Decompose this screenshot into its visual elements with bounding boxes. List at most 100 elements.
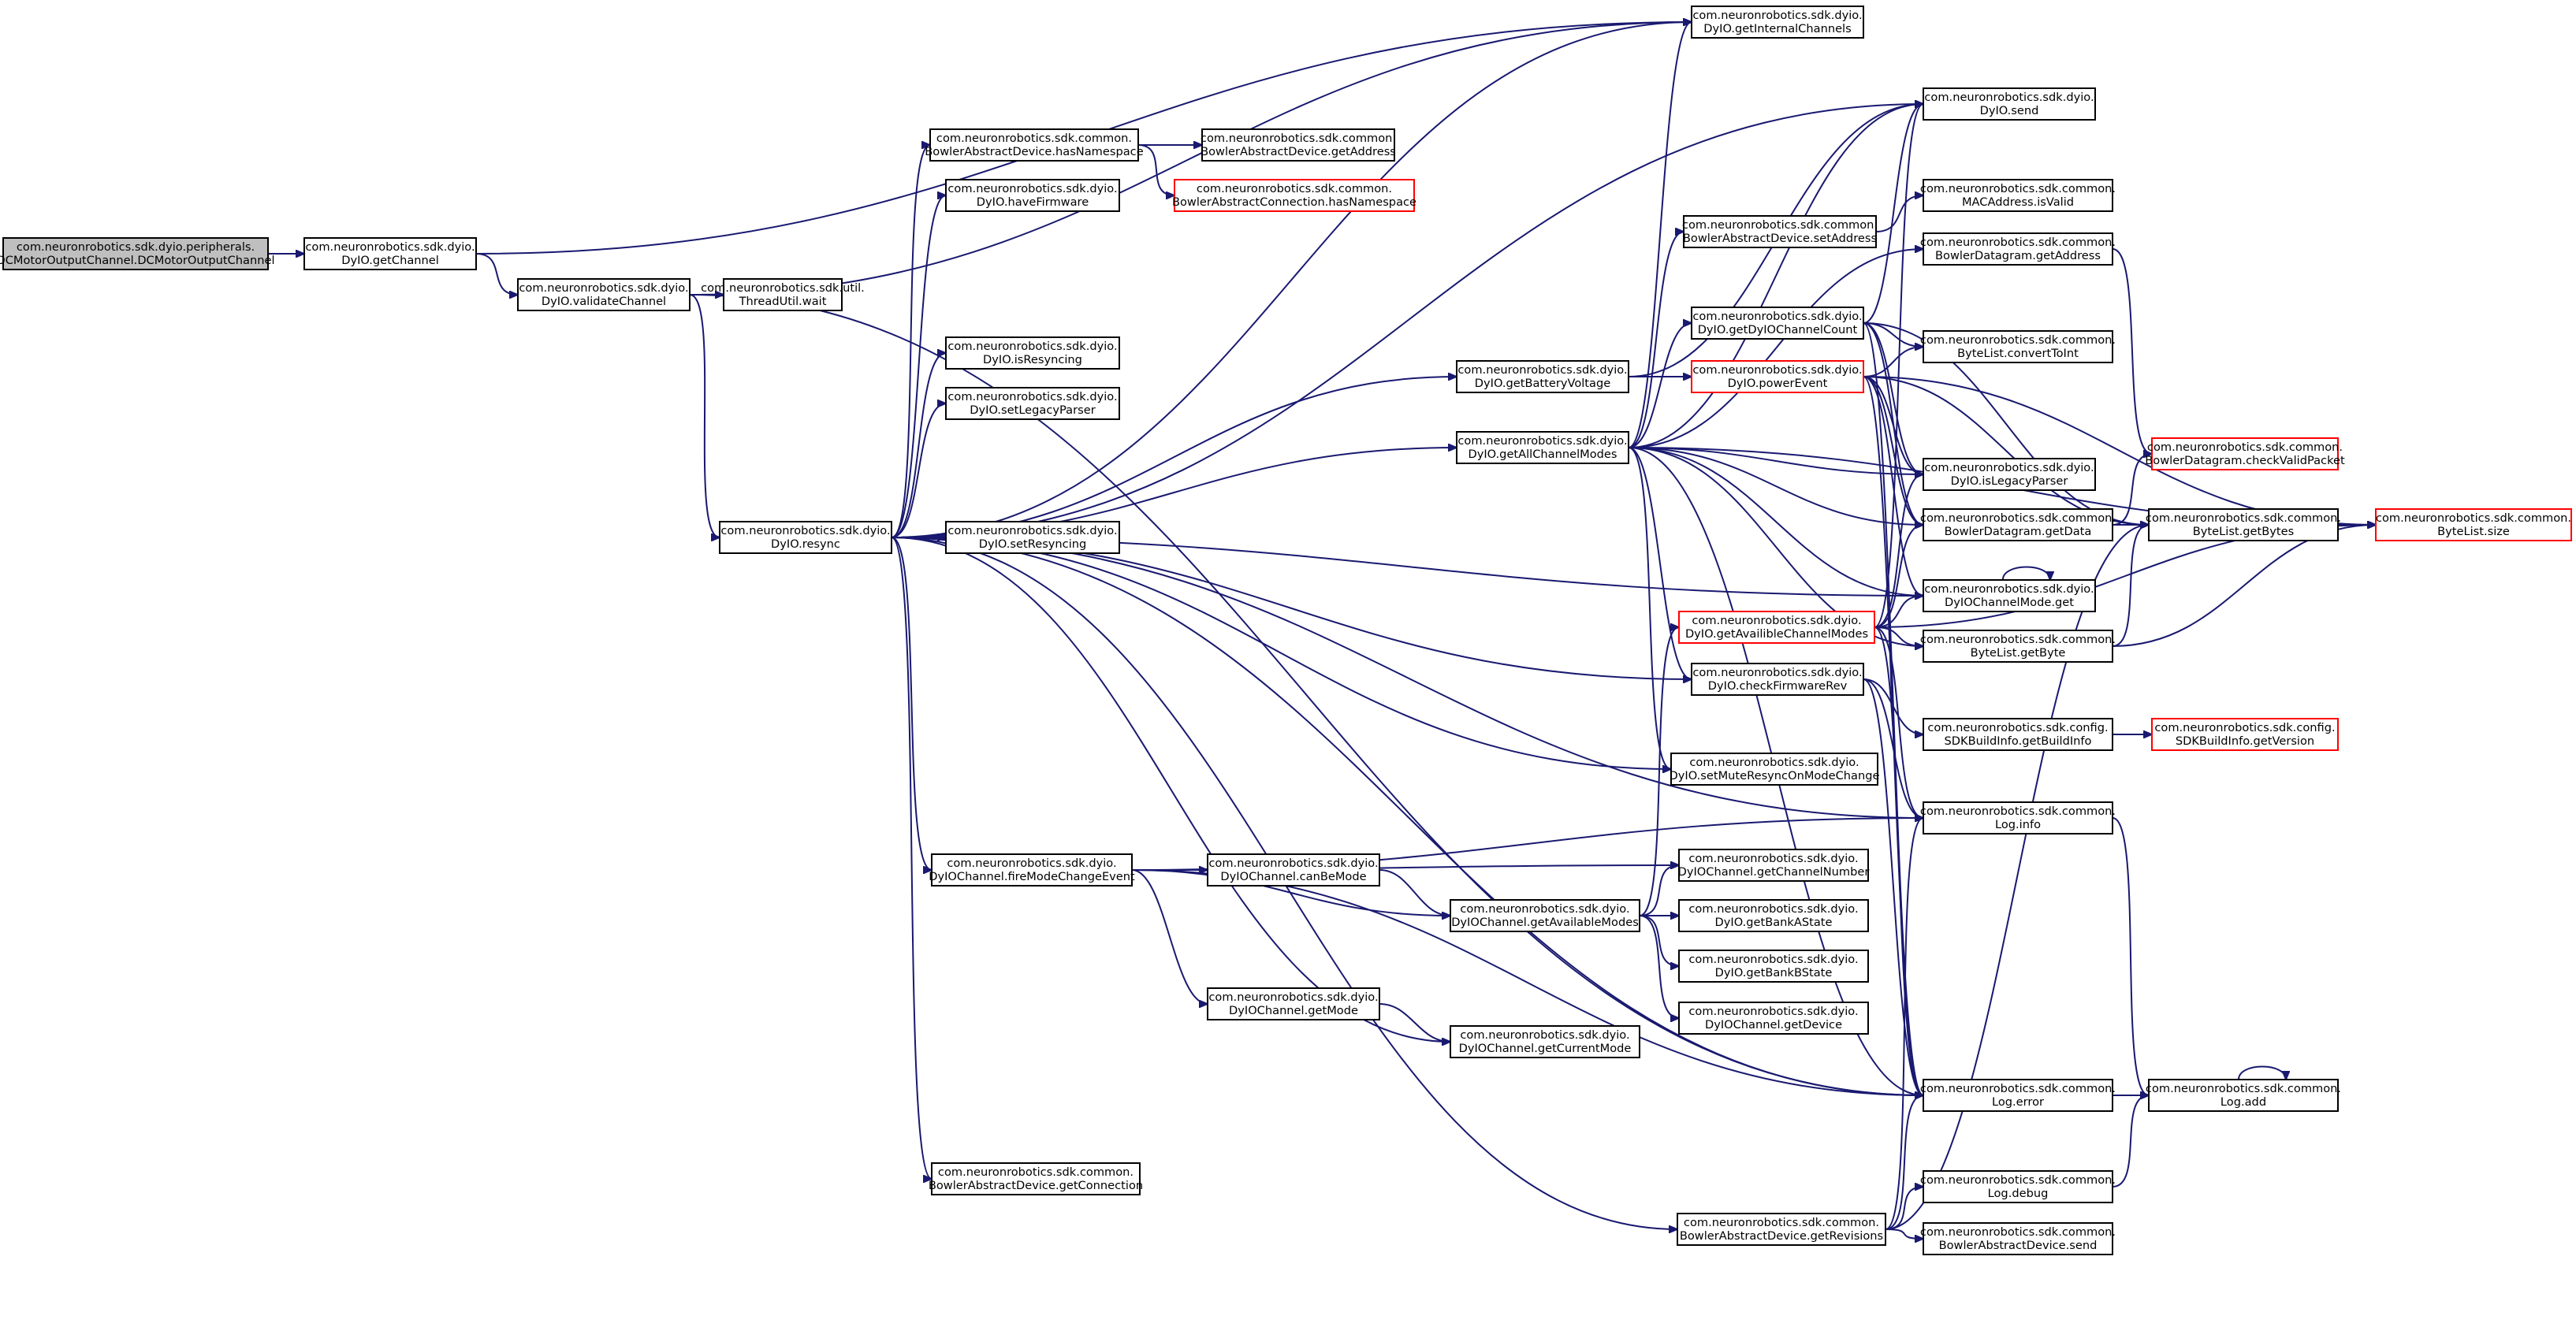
edge-n48-to-n44 xyxy=(1885,1095,1923,1230)
node-com-neuronrobotics-sdk-common-bytelist-converttoint[interactable]: com.neuronrobotics.sdk.common.ByteList.c… xyxy=(1920,330,2116,363)
node-com-neuronrobotics-sdk-common-bytelist-getbyte[interactable]: com.neuronrobotics.sdk.common.ByteList.g… xyxy=(1920,630,2116,663)
node-label-line: com.neuronrobotics.sdk.dyio. xyxy=(1208,857,1378,870)
node-com-neuronrobotics-sdk-dyio-dyio-getinternalchannels[interactable]: com.neuronrobotics.sdk.dyio.DyIO.getInte… xyxy=(1691,6,1864,39)
node-com-neuronrobotics-sdk-dyio-dyio-getdyiochannelcount[interactable]: com.neuronrobotics.sdk.dyio.DyIO.getDyIO… xyxy=(1691,307,1864,340)
node-com-neuronrobotics-sdk-common-macaddress-isvalid[interactable]: com.neuronrobotics.sdk.common.MACAddress… xyxy=(1920,179,2116,212)
edge-n29-to-n25 xyxy=(2112,525,2149,647)
node-com-neuronrobotics-sdk-dyio-dyio-setlegacyparser[interactable]: com.neuronrobotics.sdk.dyio.DyIO.setLega… xyxy=(945,387,1120,420)
node-box xyxy=(517,278,691,311)
node-com-neuronrobotics-sdk-common-bowlerabstractdevice-send[interactable]: com.neuronrobotics.sdk.common.BowlerAbst… xyxy=(1920,1222,2116,1255)
node-com-neuronrobotics-sdk-dyio-dyiochannel-getchannelnumber[interactable]: com.neuronrobotics.sdk.dyio.DyIOChannel.… xyxy=(1678,849,1870,882)
edge-n21-to-n23 xyxy=(1863,376,1923,474)
node-com-neuronrobotics-sdk-dyio-dyio-setresyncing[interactable]: com.neuronrobotics.sdk.dyio.DyIO.setResy… xyxy=(945,521,1120,554)
node-com-neuronrobotics-sdk-dyio-peripherals-dcmotoroutputchannel-dcmotoroutputchannel[interactable]: com.neuronrobotics.sdk.dyio.peripherals.… xyxy=(0,237,275,270)
node-com-neuronrobotics-sdk-dyio-dyio-getallchannelmodes[interactable]: com.neuronrobotics.sdk.dyio.DyIO.getAllC… xyxy=(1456,431,1629,464)
node-box xyxy=(945,387,1120,420)
node-label-line: DyIO.getInternalChannels xyxy=(1703,22,1851,35)
node-com-neuronrobotics-sdk-dyio-dyiochannel-getavailablemodes[interactable]: com.neuronrobotics.sdk.dyio.DyIOChannel.… xyxy=(1450,899,1640,932)
node-com-neuronrobotics-sdk-common-bytelist-size[interactable]: com.neuronrobotics.sdk.common.ByteList.s… xyxy=(2375,508,2572,541)
node-com-neuronrobotics-sdk-util-threadutil-wait[interactable]: com.neuronrobotics.sdk.util.ThreadUtil.w… xyxy=(701,278,865,311)
node-com-neuronrobotics-sdk-dyio-dyio-getavailiblechannelmodes[interactable]: com.neuronrobotics.sdk.dyio.DyIO.getAvai… xyxy=(1678,611,1875,644)
node-com-neuronrobotics-sdk-common-bowlerabstractdevice-hasnamespace[interactable]: com.neuronrobotics.sdk.common.BowlerAbst… xyxy=(925,128,1144,162)
node-box xyxy=(1691,360,1864,393)
node-com-neuronrobotics-sdk-common-bowlerabstractdevice-getconnection[interactable]: com.neuronrobotics.sdk.common.BowlerAbst… xyxy=(929,1162,1143,1195)
node-com-neuronrobotics-sdk-dyio-dyiochannel-getmode[interactable]: com.neuronrobotics.sdk.dyio.DyIOChannel.… xyxy=(1207,987,1380,1020)
node-com-neuronrobotics-sdk-dyio-dyio-getbankastate[interactable]: com.neuronrobotics.sdk.dyio.DyIO.getBank… xyxy=(1678,899,1869,932)
node-label-line: BowlerAbstractConnection.hasNamespace xyxy=(1172,195,1416,209)
node-com-neuronrobotics-sdk-dyio-dyio-havefirmware[interactable]: com.neuronrobotics.sdk.dyio.DyIO.haveFir… xyxy=(945,179,1120,212)
node-label-line: com.neuronrobotics.sdk.common. xyxy=(2146,511,2341,525)
node-label-line: com.neuronrobotics.sdk.dyio. xyxy=(1924,461,2094,474)
node-label-line: DyIOChannel.getChannelNumber xyxy=(1678,865,1870,879)
node-com-neuronrobotics-sdk-common-bowlerdatagram-getaddress[interactable]: com.neuronrobotics.sdk.common.BowlerData… xyxy=(1920,232,2116,266)
node-com-neuronrobotics-sdk-common-log-error[interactable]: com.neuronrobotics.sdk.common.Log.error xyxy=(1920,1079,2116,1112)
node-box xyxy=(1923,508,2113,541)
node-label-line: ThreadUtil.wait xyxy=(739,295,827,308)
edge-n14-to-n27 xyxy=(1628,447,1923,596)
node-com-neuronrobotics-sdk-dyio-dyio-powerevent[interactable]: com.neuronrobotics.sdk.dyio.DyIO.powerEv… xyxy=(1691,360,1864,393)
edge-n38-to-n28 xyxy=(1639,627,1679,916)
node-com-neuronrobotics-sdk-config-sdkbuildinfo-getbuildinfo[interactable]: com.neuronrobotics.sdk.config.SDKBuildIn… xyxy=(1923,718,2113,751)
edge-n14-to-n16 xyxy=(1628,232,1684,448)
node-label-line: com.neuronrobotics.sdk.dyio. xyxy=(947,340,1117,353)
node-com-neuronrobotics-sdk-dyio-dyio-islegacyparser[interactable]: com.neuronrobotics.sdk.dyio.DyIO.isLegac… xyxy=(1923,458,2096,491)
node-com-neuronrobotics-sdk-dyio-dyio-checkfirmwarerev[interactable]: com.neuronrobotics.sdk.dyio.DyIO.checkFi… xyxy=(1691,663,1864,696)
node-box xyxy=(1923,630,2113,663)
node-label-line: DyIO.checkFirmwareRev xyxy=(1708,679,1848,693)
node-label-line: ByteList.getBytes xyxy=(2193,525,2294,538)
node-com-neuronrobotics-sdk-common-bowlerabstractdevice-setaddress[interactable]: com.neuronrobotics.sdk.common.BowlerAbst… xyxy=(1682,215,1878,248)
edge-n28-to-n24 xyxy=(1874,525,1923,628)
node-com-neuronrobotics-sdk-dyio-dyiochannel-firemodechangeevent[interactable]: com.neuronrobotics.sdk.dyio.DyIOChannel.… xyxy=(929,853,1135,887)
node-com-neuronrobotics-sdk-dyio-dyiochannelmode-get[interactable]: com.neuronrobotics.sdk.dyio.DyIOChannelM… xyxy=(1923,579,2096,612)
node-label-line: DyIO.setLegacyParser xyxy=(970,403,1095,417)
node-box xyxy=(2151,718,2339,751)
node-com-neuronrobotics-sdk-dyio-dyiochannel-getdevice[interactable]: com.neuronrobotics.sdk.dyio.DyIOChannel.… xyxy=(1678,1002,1869,1035)
node-com-neuronrobotics-sdk-dyio-dyiochannel-getcurrentmode[interactable]: com.neuronrobotics.sdk.dyio.DyIOChannel.… xyxy=(1450,1025,1640,1058)
node-box xyxy=(1923,87,2096,121)
node-label-line: BowlerAbstractDevice.send xyxy=(1939,1239,2098,1252)
edge-n4-to-n46 xyxy=(891,537,932,1179)
node-com-neuronrobotics-sdk-dyio-dyio-send[interactable]: com.neuronrobotics.sdk.dyio.DyIO.send xyxy=(1923,87,2096,121)
node-com-neuronrobotics-sdk-common-log-info[interactable]: com.neuronrobotics.sdk.common.Log.info xyxy=(1920,801,2116,834)
edge-n19-to-n23 xyxy=(1863,322,1923,474)
node-com-neuronrobotics-sdk-common-bowlerabstractdevice-getrevisions[interactable]: com.neuronrobotics.sdk.common.BowlerAbst… xyxy=(1677,1213,1886,1246)
node-label-line: DyIOChannelMode.get xyxy=(1945,596,2074,609)
node-label-line: DyIO.powerEvent xyxy=(1728,377,1828,390)
node-box xyxy=(1207,853,1380,887)
node-com-neuronrobotics-sdk-common-log-add[interactable]: com.neuronrobotics.sdk.common.Log.add xyxy=(2146,1079,2341,1112)
node-com-neuronrobotics-sdk-common-bowlerdatagram-checkvalidpacket[interactable]: com.neuronrobotics.sdk.common.BowlerData… xyxy=(2145,437,2345,470)
node-com-neuronrobotics-sdk-dyio-dyiochannel-canbemode[interactable]: com.neuronrobotics.sdk.dyio.DyIOChannel.… xyxy=(1207,853,1380,887)
node-box xyxy=(1691,6,1864,39)
node-label-line: com.neuronrobotics.sdk.dyio. xyxy=(1924,91,2094,104)
edge-n14-to-n15 xyxy=(1628,104,1923,448)
node-label-line: ByteList.getByte xyxy=(1971,646,2066,660)
node-com-neuronrobotics-sdk-dyio-dyio-getchannel[interactable]: com.neuronrobotics.sdk.dyio.DyIO.getChan… xyxy=(303,237,477,270)
node-label-line: com.neuronrobotics.sdk.dyio. xyxy=(1688,953,1858,966)
node-com-neuronrobotics-sdk-common-bowlerabstractdevice-getaddress[interactable]: com.neuronrobotics.sdk.common.BowlerAbst… xyxy=(1201,128,1396,162)
node-label-line: DyIO.send xyxy=(1980,104,2039,117)
edge-n4-to-n34 xyxy=(891,537,1923,818)
node-label-line: com.neuronrobotics.sdk.common. xyxy=(1682,218,1878,232)
edge-n1-to-n3 xyxy=(475,253,518,295)
edge-n28-to-n44 xyxy=(1874,626,1923,1095)
node-label-line: Log.debug xyxy=(1988,1187,2049,1200)
node-com-neuronrobotics-sdk-dyio-dyio-getbatteryvoltage[interactable]: com.neuronrobotics.sdk.dyio.DyIO.getBatt… xyxy=(1456,360,1629,393)
node-box xyxy=(1691,307,1864,340)
node-com-neuronrobotics-sdk-common-bowlerdatagram-getdata[interactable]: com.neuronrobotics.sdk.common.BowlerData… xyxy=(1920,508,2116,541)
node-box xyxy=(1678,1002,1869,1035)
node-com-neuronrobotics-sdk-common-bytelist-getbytes[interactable]: com.neuronrobotics.sdk.common.ByteList.g… xyxy=(2146,508,2341,541)
node-label-line: com.neuronrobotics.sdk.common. xyxy=(1197,182,1392,195)
node-label-line: com.neuronrobotics.sdk.common. xyxy=(1920,1173,2116,1187)
node-com-neuronrobotics-sdk-dyio-dyio-getbankbstate[interactable]: com.neuronrobotics.sdk.dyio.DyIO.getBank… xyxy=(1678,950,1869,983)
node-com-neuronrobotics-sdk-dyio-dyio-isresyncing[interactable]: com.neuronrobotics.sdk.dyio.DyIO.isResyn… xyxy=(945,336,1120,370)
node-com-neuronrobotics-sdk-dyio-dyio-resync[interactable]: com.neuronrobotics.sdk.dyio.DyIO.resync xyxy=(719,521,892,554)
node-box xyxy=(2151,437,2339,470)
node-com-neuronrobotics-sdk-common-bowlerabstractconnection-hasnamespace[interactable]: com.neuronrobotics.sdk.common.BowlerAbst… xyxy=(1172,179,1416,212)
node-com-neuronrobotics-sdk-dyio-dyio-setmuteresynconmodechange[interactable]: com.neuronrobotics.sdk.dyio.DyIO.setMute… xyxy=(1670,753,1880,786)
node-com-neuronrobotics-sdk-config-sdkbuildinfo-getversion[interactable]: com.neuronrobotics.sdk.config.SDKBuildIn… xyxy=(2151,718,2339,751)
node-box xyxy=(1678,950,1869,983)
node-com-neuronrobotics-sdk-dyio-dyio-validatechannel[interactable]: com.neuronrobotics.sdk.dyio.DyIO.validat… xyxy=(517,278,691,311)
node-box xyxy=(1670,753,1878,786)
node-label-line: com.neuronrobotics.sdk.dyio. xyxy=(1457,363,1627,377)
node-com-neuronrobotics-sdk-common-log-debug[interactable]: com.neuronrobotics.sdk.common.Log.debug xyxy=(1920,1170,2116,1203)
